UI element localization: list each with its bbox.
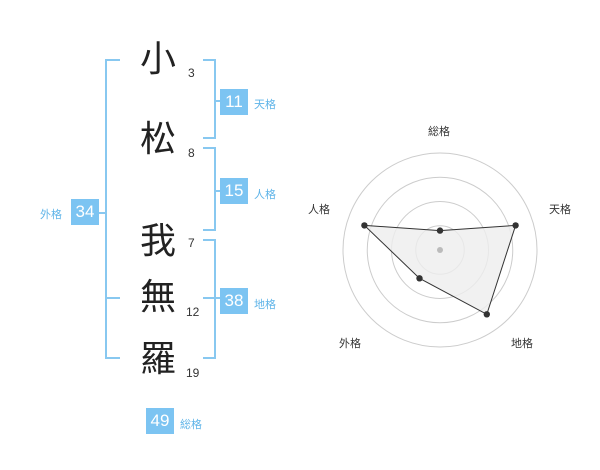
radar-polygon [363,224,517,316]
name-char-2: 松 [140,119,177,160]
radar-center-dot [437,247,443,253]
jinkaku-label: 人格 [254,188,276,201]
soukaku-label: 総格 [180,418,202,431]
tenkaku-label: 天格 [254,98,276,111]
chikaku-label: 地格 [254,298,276,311]
radar-ring-3 [366,176,514,324]
chikaku-badge: 38 [220,288,248,314]
radar-ring-4 [342,152,538,348]
gaikaku-label: 外格 [40,208,62,221]
radar-label-gaikaku: 外格 [339,337,361,350]
name-char-5: 羅 [140,339,177,380]
gaikaku-badge: 34 [71,199,99,225]
radar-point-4 [416,275,423,282]
radar-chart [342,152,538,348]
soukaku-badge: 49 [146,408,174,434]
name-char-2-strokes: 8 [188,146,195,160]
radar-point-5 [361,222,368,229]
tenkaku-badge: 11 [220,89,248,115]
name-char-4-strokes: 12 [186,305,200,319]
name-char-4: 無 [140,277,177,318]
jinkaku-badge: 15 [220,178,248,204]
name-char-3: 我 [140,221,177,262]
name-char-1-strokes: 3 [188,66,195,80]
radar-point-3 [483,311,490,318]
name-char-1: 小 [140,39,177,80]
name-char-5-strokes: 19 [186,366,200,380]
radar-label-jinkaku: 人格 [308,203,330,216]
gaikaku-bracket [105,59,120,359]
radar-point-1 [436,227,444,234]
radar-label-chikaku: 地格 [511,337,533,350]
tenkaku-bracket [203,59,216,139]
radar-point-2 [512,222,519,229]
bracket-lines [88,59,220,359]
jinkaku-bracket [203,147,216,231]
name-char-3-strokes: 7 [188,236,195,250]
radar-label-soukaku: 総格 [428,125,450,138]
radar-label-tenkaku: 天格 [549,203,571,216]
